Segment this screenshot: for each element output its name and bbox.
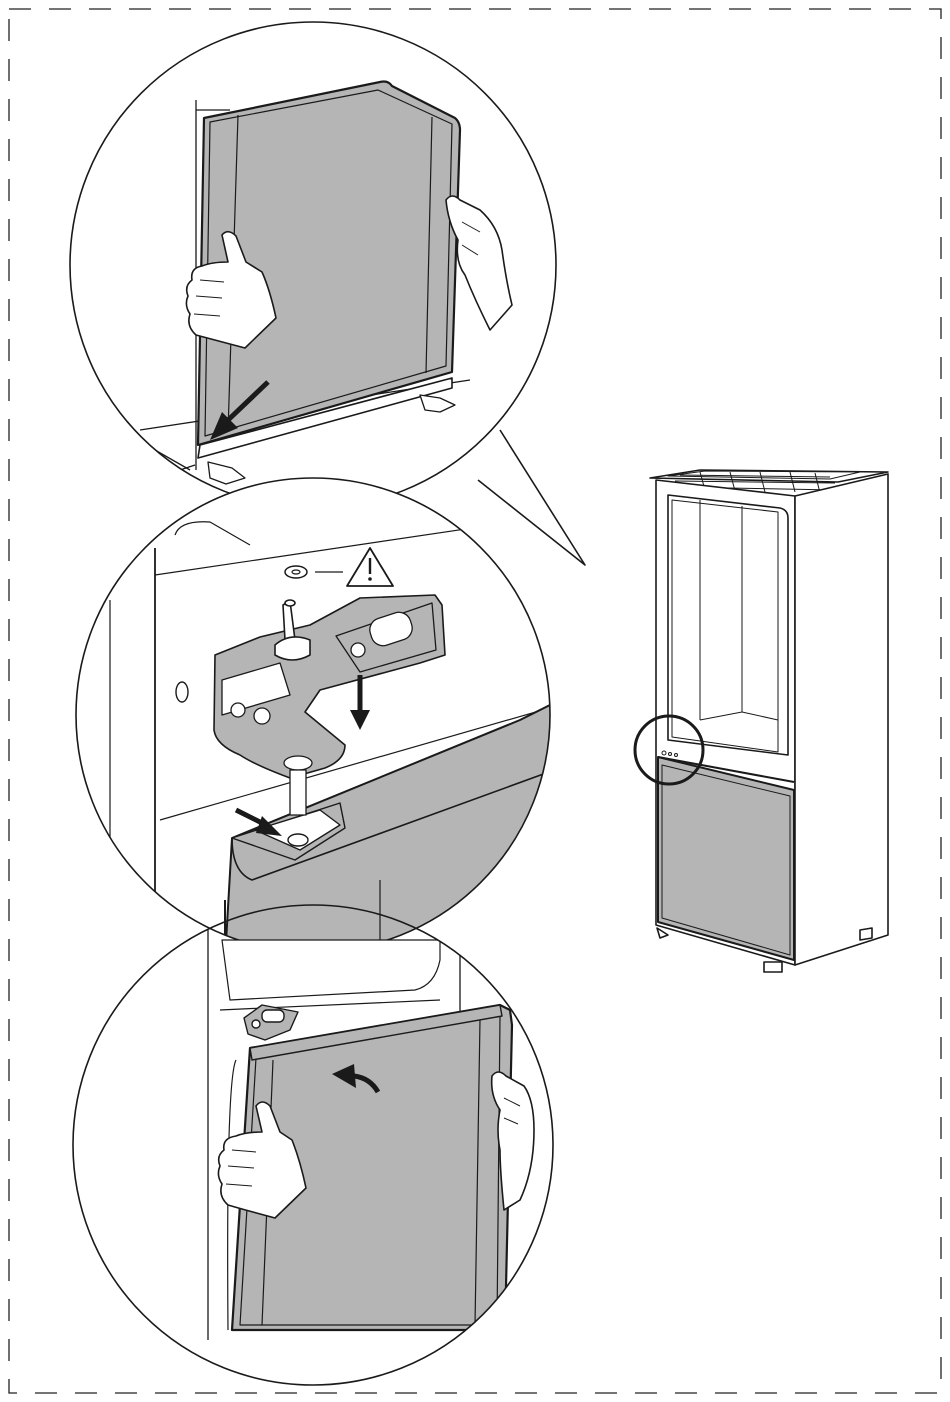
panel-attach-hinge bbox=[60, 470, 580, 970]
callout-pointer bbox=[478, 430, 585, 565]
panel-lift-door-off bbox=[120, 82, 470, 485]
hinge-bracket bbox=[244, 1005, 298, 1040]
